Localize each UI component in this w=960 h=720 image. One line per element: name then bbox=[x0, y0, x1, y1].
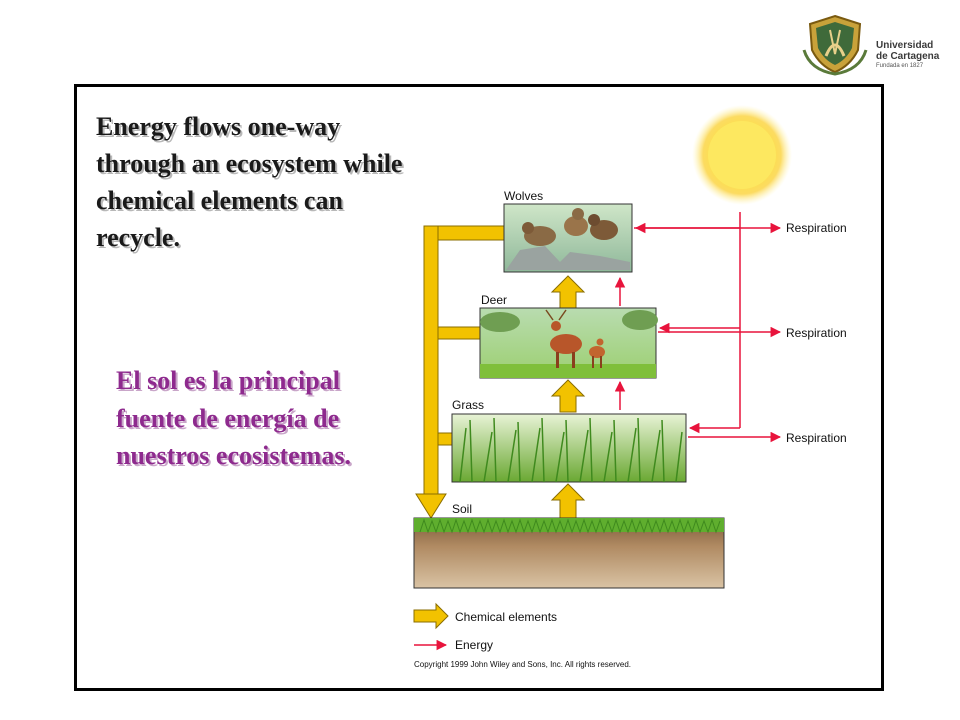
copyright-text: Copyright 1999 John Wiley and Sons, Inc.… bbox=[414, 660, 631, 669]
spanish-caption: El sol es la principal fuente de energía… bbox=[116, 366, 351, 470]
label-deer: Deer bbox=[481, 293, 507, 307]
grass-panel bbox=[451, 413, 687, 483]
slide-heading: Energy flows one-way through an ecosyste… bbox=[96, 112, 403, 252]
chemical-arrows-up bbox=[550, 275, 586, 519]
respiration-label-deer: Respiration bbox=[786, 326, 847, 340]
logo-text: Universidad de Cartagena Fundada en 1827 bbox=[876, 40, 939, 70]
legend-energy-label: Energy bbox=[455, 638, 493, 652]
chemical-recycle-loop bbox=[415, 225, 505, 519]
label-wolves: Wolves bbox=[504, 189, 543, 203]
soil-panel bbox=[413, 517, 725, 589]
arrow-deer-to-wolves bbox=[550, 275, 586, 309]
arrow-soil-to-grass bbox=[550, 483, 586, 519]
sun-core bbox=[708, 121, 776, 189]
label-grass: Grass bbox=[452, 398, 484, 412]
deer-panel bbox=[479, 307, 658, 379]
energy-arrows bbox=[614, 212, 782, 443]
logo-line-1: Universidad bbox=[876, 40, 934, 51]
legend-chemical-label: Chemical elements bbox=[455, 610, 557, 624]
legend-chemical-arrow-icon bbox=[413, 602, 449, 630]
legend: Chemical elements Energy bbox=[413, 602, 557, 652]
respiration-label-grass: Respiration bbox=[786, 431, 847, 445]
university-logo: Universidad de Cartagena Fundada en 1827 bbox=[800, 10, 950, 76]
crest-icon bbox=[802, 14, 868, 76]
logo-line-2: de Cartagena bbox=[876, 51, 940, 62]
wolves-panel bbox=[503, 203, 633, 273]
arrow-grass-to-deer bbox=[550, 379, 586, 413]
respiration-label-wolves: Respiration bbox=[786, 221, 847, 235]
logo-line-3: Fundada en 1827 bbox=[876, 63, 924, 69]
label-soil: Soil bbox=[452, 502, 472, 516]
slide-frame bbox=[74, 84, 884, 691]
